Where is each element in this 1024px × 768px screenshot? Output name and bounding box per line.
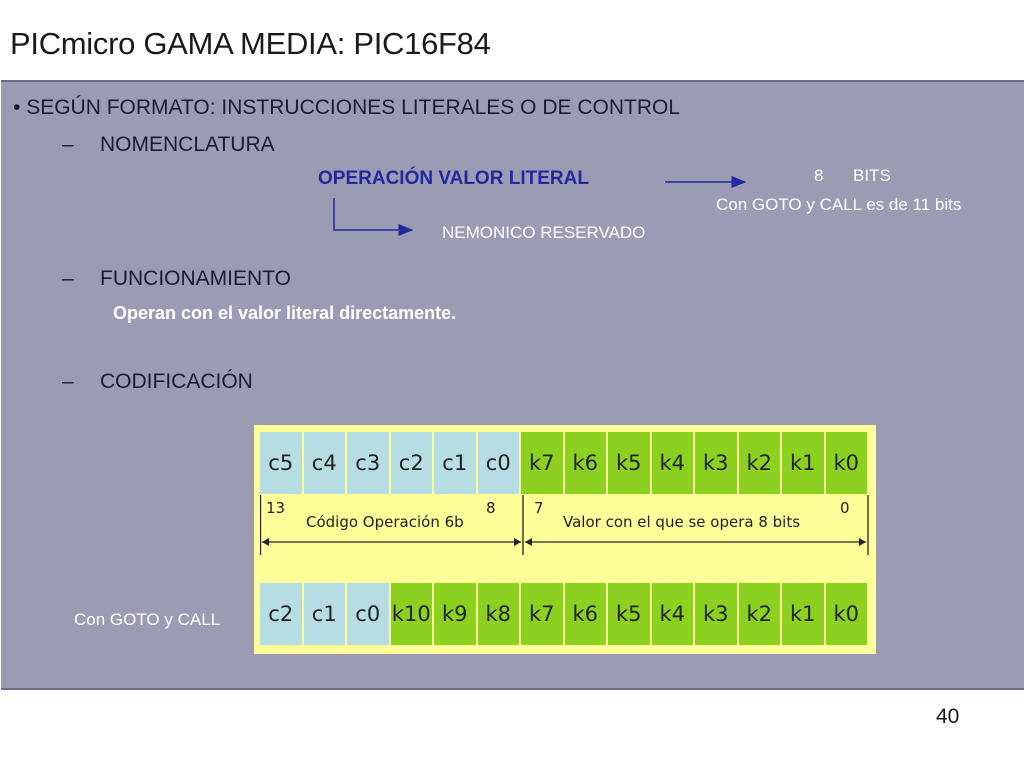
bit-cell-k0: k0 [825, 583, 867, 645]
goto-call-bits-note: Con GOTO y CALL es de 11 bits [716, 195, 962, 214]
bit-cell-c1: c1 [434, 432, 476, 494]
bit-cell-c3: c3 [347, 432, 389, 494]
bit-cell-k3: k3 [695, 432, 737, 494]
dash-funcionamiento: – [62, 267, 74, 290]
nemonico-reservado: NEMONICO RESERVADO [442, 223, 646, 242]
bit-field-legend: 13 8 7 0 Código Operación 6b Valor con e… [260, 495, 870, 555]
bits-label: BITS [853, 166, 891, 185]
bit-cell-k7: k7 [521, 432, 563, 494]
value-field-label: Valor con el que se opera 8 bits [563, 513, 801, 531]
bit-cell-c2: c2 [390, 432, 432, 494]
bit-cell-k3: k3 [695, 583, 737, 645]
bullet-format: • SEGÚN FORMATO: INSTRUCCIONES LITERALES… [13, 96, 680, 120]
bit-cell-c0: c0 [477, 432, 519, 494]
bit-cell-k1: k1 [782, 583, 824, 645]
bit-cell-k4: k4 [651, 432, 693, 494]
bit-cell-k2: k2 [738, 432, 780, 494]
bits-number: 8 [814, 166, 824, 185]
bit-cell-k6: k6 [564, 432, 606, 494]
page-number: 40 [936, 705, 960, 728]
bit-13-label: 13 [266, 499, 286, 517]
bullet-format-text: SEGÚN FORMATO: INSTRUCCIONES LITERALES O… [26, 96, 680, 119]
bit-cell-c0: c0 [347, 583, 389, 645]
dash-nomenclatura: – [62, 133, 74, 156]
bit-cell-c5: c5 [260, 432, 302, 494]
bit-cell-k10: k10 [390, 583, 432, 645]
bit-cell-k2: k2 [738, 583, 780, 645]
bit-0-label: 0 [840, 499, 850, 517]
bit-cell-k0: k0 [825, 432, 867, 494]
bit-cell-k4: k4 [651, 583, 693, 645]
bullet-dot: • [13, 96, 27, 119]
bit-range-arrows [260, 495, 869, 555]
opcode-field-label: Código Operación 6b [306, 513, 464, 531]
codificacion-heading: CODIFICACIÓN [100, 370, 253, 393]
funcionamiento-heading: FUNCIONAMIENTO [100, 267, 291, 290]
bit-cell-k5: k5 [608, 583, 650, 645]
bit-cell-k7: k7 [521, 583, 563, 645]
bit-cell-k9: k9 [434, 583, 476, 645]
bit-cell-k5: k5 [608, 432, 650, 494]
operan-description: Operan con el valor literal directamente… [113, 303, 457, 323]
bit-cell-k6: k6 [564, 583, 606, 645]
bit-cell-k1: k1 [782, 432, 824, 494]
bit-cell-c1: c1 [303, 583, 345, 645]
dash-codificacion: – [62, 370, 74, 393]
nomenclatura-heading: NOMENCLATURA [100, 133, 275, 156]
bit-cell-k8: k8 [477, 583, 519, 645]
bit-7-label: 7 [534, 499, 544, 517]
bit-cell-c2: c2 [260, 583, 302, 645]
bit-8-label: 8 [486, 499, 496, 517]
arrow-to-nemonico [333, 198, 414, 236]
operacion-valor-literal: OPERACIÓN VALOR LITERAL [318, 168, 589, 189]
bit-cell-c4: c4 [303, 432, 345, 494]
slide-title: PICmicro GAMA MEDIA: PIC16F84 [10, 26, 491, 61]
goto-call-label: Con GOTO y CALL [74, 610, 221, 629]
